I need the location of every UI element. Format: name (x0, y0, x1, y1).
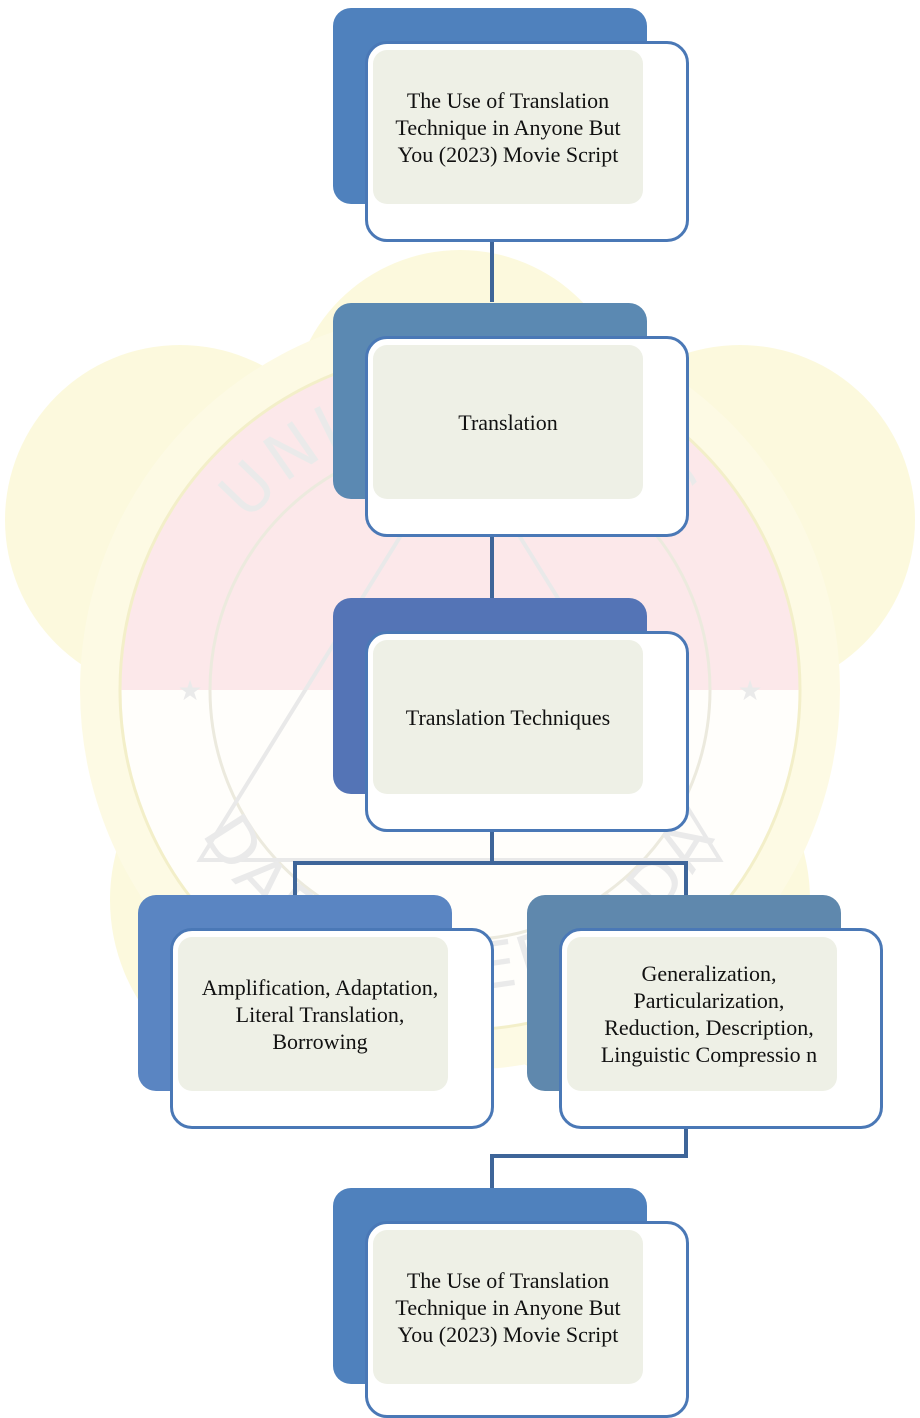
node-label: The Use of Translation Technique in Anyo… (395, 1267, 621, 1347)
node-techniques-left: Amplification, Adaptation, Literal Trans… (138, 895, 494, 1129)
node-label: The Use of Translation Technique in Anyo… (395, 87, 621, 167)
node-title-top: The Use of Translation Technique in Anyo… (333, 8, 689, 242)
node-label: Translation (458, 409, 558, 435)
node-title-bottom: The Use of Translation Technique in Anyo… (333, 1188, 689, 1418)
node-label: Amplification, Adaptation, Literal Trans… (201, 974, 439, 1054)
node-fill (567, 937, 837, 1091)
node-translation-techniques: Translation Techniques (333, 598, 689, 832)
node-fill (373, 1230, 643, 1384)
node-fill (178, 937, 448, 1091)
node-fill (373, 640, 643, 794)
node-label: Generalization, Particularization, Reduc… (600, 961, 818, 1067)
node-fill (373, 345, 643, 499)
edge-techniques-to-children (293, 830, 494, 897)
svg-text:★: ★ (737, 674, 762, 707)
node-fill (373, 50, 643, 204)
node-translation: Translation (333, 303, 689, 537)
svg-text:★: ★ (177, 674, 202, 707)
node-techniques-right: Generalization, Particularization, Reduc… (527, 895, 883, 1129)
node-label: Translation Techniques (405, 704, 611, 730)
edge-right-to-title-bottom (490, 1126, 688, 1190)
